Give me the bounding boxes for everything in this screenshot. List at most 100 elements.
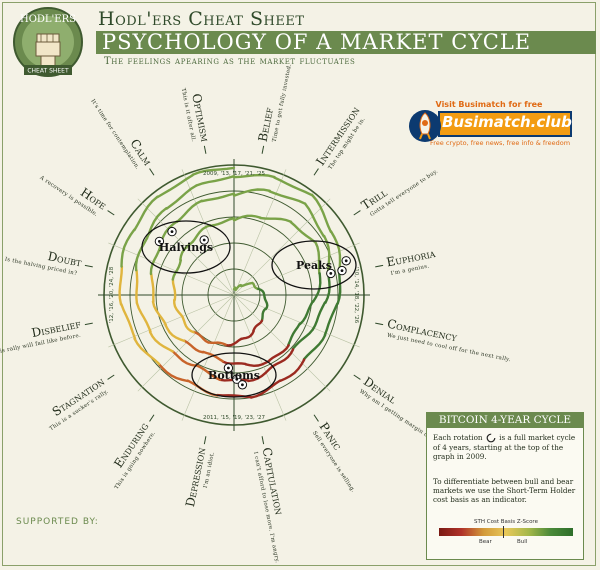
emotion-tick <box>353 374 361 380</box>
series-4-segment <box>232 173 276 179</box>
series-4-segment <box>323 302 339 337</box>
emotion-name: Belief <box>256 106 277 143</box>
series-2-segment <box>259 216 293 223</box>
series-2-segment <box>244 359 271 368</box>
series-3-segment <box>311 301 327 331</box>
emotion-tick <box>149 414 155 422</box>
series-2-segment <box>202 350 225 363</box>
zscore-legend: STH Cost Basis Z-Score Bear Bull <box>433 519 579 555</box>
cycle-icon <box>486 433 496 443</box>
grid-spoke-3 <box>233 198 331 296</box>
series-4-segment <box>329 230 342 270</box>
series-3-segment <box>194 364 221 381</box>
hodlers-logo: HODL'ERS CHEAT SHEET <box>8 6 88 80</box>
axis-year-label-right: '10, '14, '18, '22, '26 <box>353 267 359 324</box>
series-1-segment <box>191 224 212 244</box>
grid-spoke-6 <box>233 294 360 348</box>
cluster-marker-dot <box>202 238 206 242</box>
fist-logo-icon: HODL'ERS CHEAT SHEET <box>13 7 83 77</box>
legend-bull: Bull <box>517 539 528 545</box>
emotion-tick <box>313 168 319 176</box>
series-2-segment <box>298 300 314 326</box>
series-1-segment <box>240 330 255 341</box>
series-3-segment <box>303 202 325 238</box>
series-1-segment <box>209 217 236 228</box>
logo-ribbon-text: CHEAT SHEET <box>27 68 69 75</box>
emotion-name: Doubt <box>47 249 84 270</box>
series-4-segment <box>120 228 136 268</box>
series-2-segment <box>289 220 317 244</box>
series-1-segment <box>224 337 243 347</box>
emotion-tick <box>107 374 115 380</box>
emotion-tick <box>353 210 361 216</box>
series-1-segment <box>251 281 260 291</box>
emotion-tick <box>107 210 115 216</box>
series-4-segment <box>156 173 194 199</box>
grid-spoke-16 <box>181 169 235 296</box>
series-4-segment <box>310 193 332 233</box>
chart-series <box>118 166 342 399</box>
busimatch-ad[interactable]: Visit Busimatch for free Busimatch.club … <box>404 100 574 156</box>
emotion-note: It's time for contemplation. <box>89 98 140 170</box>
series-3-segment <box>268 190 307 205</box>
ad-sub-text: Free crypto, free news, free info & free… <box>430 139 571 147</box>
emotion-tick <box>261 436 265 445</box>
series-1-segment <box>239 281 254 288</box>
series-2-segment <box>149 245 162 276</box>
cluster-marker-dot <box>329 272 333 275</box>
emotion-tick <box>375 322 384 326</box>
series-3-segment <box>148 330 174 353</box>
series-3-segment <box>135 269 139 305</box>
grid-spoke-2 <box>233 169 287 296</box>
series-4-segment <box>120 303 137 340</box>
grid-spoke-12 <box>108 294 235 348</box>
series-2-segment <box>268 344 290 362</box>
cluster-bottoms-outline <box>191 352 277 398</box>
series-2-segment <box>232 214 262 222</box>
cluster-label: Peaks <box>296 259 332 272</box>
series-1-segment <box>257 287 266 299</box>
series-2-segment <box>200 192 236 203</box>
emotion-tick <box>203 145 207 154</box>
grid-spoke-7 <box>233 294 331 392</box>
series-4-segment <box>191 166 236 176</box>
logo-brand-text: HODL'ERS <box>20 14 76 25</box>
series-3-segment <box>165 184 198 210</box>
cluster-marker-dot <box>235 377 239 381</box>
cycle-box-text-2: To differentiate between bull and bear m… <box>433 477 576 505</box>
series-3-segment <box>291 328 314 351</box>
cluster-marker-dot <box>340 269 344 272</box>
series-2-segment <box>150 272 155 303</box>
rocket-icon <box>409 110 441 142</box>
emotion-tick <box>203 436 207 445</box>
ad-brand-text[interactable]: Busimatch.club <box>442 113 572 131</box>
legend-midline <box>503 526 504 538</box>
series-1-segment <box>179 240 194 262</box>
series-2-segment <box>175 199 203 224</box>
cycle-text-b: is a full market cycle of 4 years, start… <box>433 433 576 462</box>
ad-brand-box[interactable] <box>438 111 572 137</box>
emotion-tick <box>84 322 93 326</box>
cluster-marker-dot <box>227 366 230 370</box>
bitcoin-cycle-box: BITCOIN 4-YEAR CYCLE Each rotation is a … <box>426 412 584 560</box>
series-2-segment <box>287 322 301 347</box>
series-1-segment <box>173 298 185 319</box>
series-1-segment <box>181 316 195 334</box>
cluster-marker-dot <box>344 259 348 263</box>
series-4-segment <box>302 333 327 361</box>
ad-top-text[interactable]: Visit Busimatch for free <box>435 100 543 109</box>
series-3-segment <box>134 237 149 272</box>
series-3-segment <box>171 350 197 367</box>
supported-by-label: SUPPORTED BY: <box>16 517 99 527</box>
axis-year-label-left: '12, '16, '20, '24, '28 <box>109 266 115 323</box>
grid-spoke-11 <box>137 294 235 392</box>
